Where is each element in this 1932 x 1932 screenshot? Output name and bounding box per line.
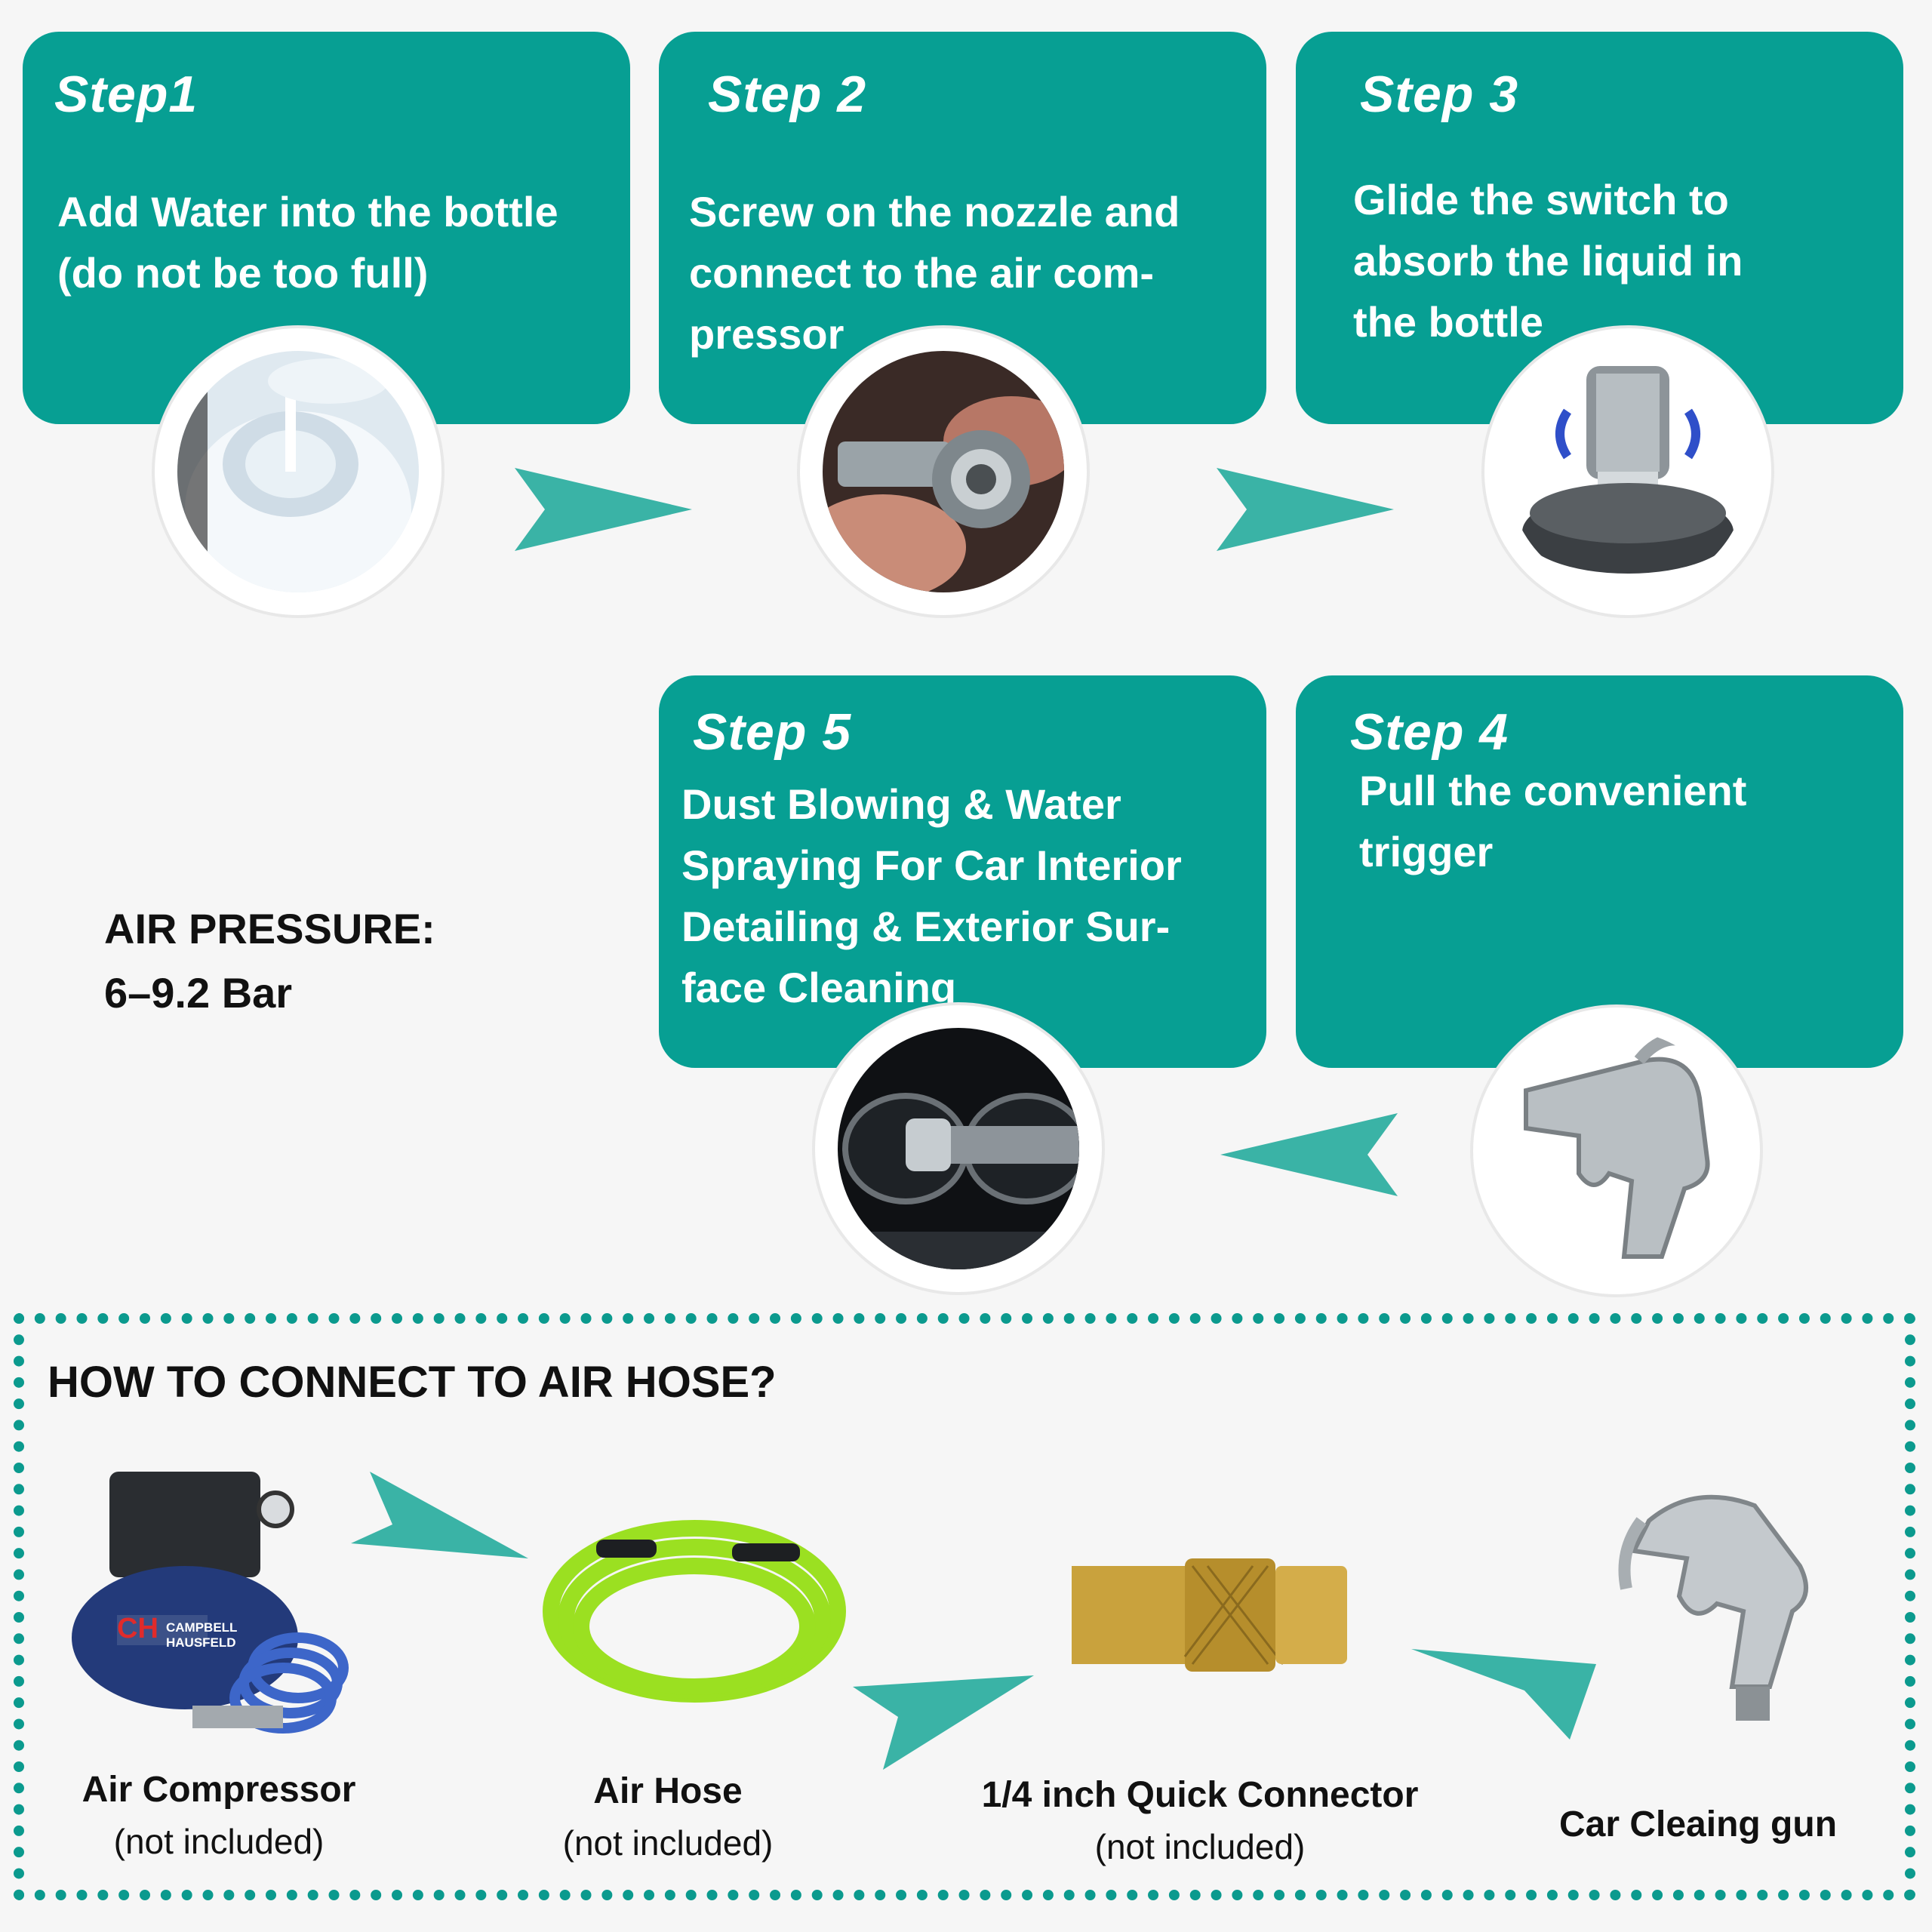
step-1-photo-circle — [155, 328, 441, 615]
step-1-title: Step1 — [54, 66, 198, 123]
item-note: (not included) — [113, 1822, 325, 1861]
arrow-right-icon — [1217, 468, 1394, 551]
air-pressure-info: AIR PRESSURE: 6–9.2 Bar — [104, 897, 435, 1025]
step-4-card: Step 4 Pull the convenient trigger — [1296, 675, 1903, 1068]
brand-logo: CH — [117, 1613, 158, 1644]
arrow-left-icon — [1411, 1649, 1596, 1740]
item-note: (not included) — [1094, 1827, 1306, 1866]
svg-text:CAMPBELL: CAMPBELL — [166, 1620, 237, 1635]
connection-guide-box — [14, 1313, 1915, 1900]
cleaning-gun-label: Car Cleaing gun — [1532, 1799, 1864, 1850]
step-5-card: Step 5 Dust Blowing & Water Spraying For… — [659, 675, 1266, 1068]
step-5-title: Step 5 — [693, 703, 852, 761]
step-4-photo-circle — [1473, 1008, 1760, 1294]
air-pressure-value: 6–9.2 Bar — [104, 969, 293, 1017]
connection-guide-title: HOW TO CONNECT TO AIR HOSE? — [48, 1358, 777, 1407]
arrow-right-icon — [515, 468, 692, 551]
quick-connector-image — [1072, 1558, 1347, 1672]
knurled-switch-image — [1507, 351, 1749, 592]
air-pressure-label: AIR PRESSURE: — [104, 905, 435, 952]
step-4-text: Pull the convenient trigger — [1359, 767, 1747, 875]
step-3-photo-circle — [1484, 328, 1771, 615]
item-name: Air Compressor — [82, 1770, 356, 1810]
arrow-up-right-icon — [853, 1675, 1034, 1770]
bottle-image — [177, 351, 419, 592]
step-2-text: Screw on the nozzle and connect to the a… — [689, 188, 1180, 358]
svg-text:HAUSFELD: HAUSFELD — [166, 1635, 236, 1650]
trigger-gun-image — [1496, 1030, 1737, 1272]
quick-connector-label: 1/4 inch Quick Connector (not included) — [951, 1770, 1449, 1872]
item-note: (not included) — [562, 1823, 774, 1863]
item-name: Car Cleaing gun — [1558, 1804, 1838, 1844]
cleaning-gun-image — [1618, 1494, 1808, 1721]
step-2-title: Step 2 — [708, 66, 867, 123]
step-2-photo-circle — [800, 328, 1087, 615]
air-compressor-image: CH CAMPBELL HAUSFELD — [72, 1472, 349, 1734]
step-1-text: Add Water into the bottle (do not be too… — [57, 188, 558, 297]
step-5-photo-circle — [815, 1005, 1102, 1292]
arrow-left-icon — [1220, 1113, 1398, 1196]
arrow-right-icon — [351, 1472, 528, 1558]
nozzle-connector-image — [823, 351, 1064, 592]
air-hose-label: Air Hose (not included) — [528, 1766, 808, 1869]
air-compressor-label: Air Compressor (not included) — [68, 1764, 370, 1867]
air-hose-image — [543, 1520, 846, 1703]
step-3-title: Step 3 — [1360, 66, 1519, 123]
item-name: 1/4 inch Quick Connector — [981, 1775, 1419, 1815]
car-vent-image — [838, 1028, 1079, 1269]
step-3-text: Glide the switch to absorb the liquid in… — [1353, 176, 1743, 346]
step-4-title: Step 4 — [1350, 703, 1509, 761]
item-name: Air Hose — [593, 1771, 743, 1811]
step-5-text: Dust Blowing & Water Spraying For Car In… — [681, 780, 1182, 1011]
